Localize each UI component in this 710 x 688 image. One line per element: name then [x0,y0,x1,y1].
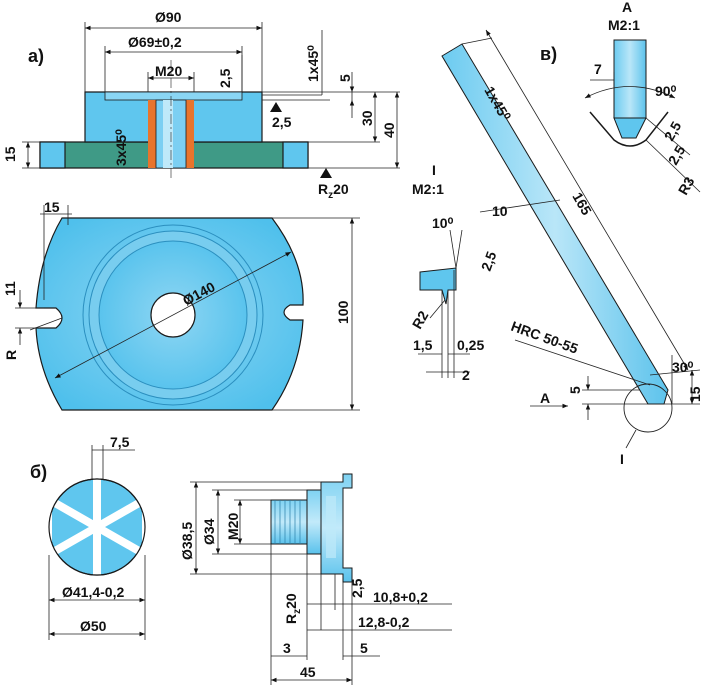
view-A-title: A [622,0,632,15]
view-A-groove [589,111,669,147]
dim-15-rod: 15 [687,386,703,402]
dim-R-plan: R [3,350,19,360]
detail-I-title: I [432,162,436,178]
dim-15-plan: 15 [44,199,60,215]
view-A-scale: M2:1 [608,17,640,33]
dims-view-b [48,445,146,640]
dim-7-5: 7,5 [110,434,130,450]
plan-view-a [35,217,304,411]
dim-3: 3 [283,640,291,656]
detail-I-scale: M2:1 [412,181,444,197]
dim-chamfer-3x45: 3x45⁰ [113,129,129,166]
dim-165: 165 [569,190,595,218]
dim-10-8: 10,8+0,2 [373,589,428,605]
dim-d34: Ø34 [201,518,217,545]
dim-2-5-A1: 2,5 [661,118,685,143]
dim-d41-4: Ø41,4-0,2 [62,584,124,600]
dim-d90: Ø90 [155,9,182,25]
thread-left [148,100,156,168]
flange-left-end [39,141,66,169]
dim-1-5: 1,5 [413,337,433,353]
flange-right-end [282,141,309,169]
dim-12-8: 12,8-0,2 [358,614,410,630]
detail-I [418,229,470,378]
rz20-bolt: Rz20 [283,593,303,624]
dim-30: 30 [359,110,375,126]
dim-m20-bolt: M20 [225,513,241,540]
dim-5-top: 5 [337,74,353,82]
bolt [270,473,353,583]
dim-R2: R2 [409,308,432,332]
hrc-label: HRC 50-55 [509,318,580,357]
dim-2-5-detail: 2,5 [478,249,500,273]
dim-45: 45 [300,664,316,680]
dim-5-rod: 5 [567,386,583,394]
dim-7-A: 7 [594,61,602,77]
dim-2-5-top: 2,5 [217,68,233,88]
dim-15-left: 15 [2,146,18,162]
dim-2-5-roughness: 2,5 [272,114,292,130]
top-recess [104,91,243,101]
detail-I-callout: I [620,451,624,467]
star-slots [53,479,141,575]
view-label-v: в) [540,44,557,64]
bolt-thread [270,499,308,545]
dims-view-a [22,22,400,178]
dim-d69: Ø69±0,2 [128,34,182,50]
dim-d50: Ø50 [80,618,107,634]
dim-30deg: 30⁰ [672,359,694,375]
dim-chamfer-1x45: 1x45⁰ [305,45,321,82]
dim-100: 100 [335,300,351,324]
dim-2-5-bolt: 2,5 [349,578,365,598]
thread-right [186,100,194,168]
view-label-a: а) [28,46,44,66]
dims-plan-a [15,205,360,411]
dim-d38-5: Ø38,5 [179,522,195,560]
dims-bolt [190,481,452,685]
tip-profile [419,267,457,305]
view-label-b: б) [30,462,47,482]
dim-2: 2 [462,367,470,383]
dim-10deg: 10⁰ [432,215,454,231]
view-A-arrow-label: A [540,390,550,406]
dim-10-rod: 10 [492,203,508,219]
dim-90deg: 90⁰ [655,83,677,99]
rz20-top: Rz20 [318,181,349,201]
dim-0-25: 0,25 [457,337,484,353]
dim-5-bolt: 5 [360,640,368,656]
dim-R3: R3 [675,174,698,198]
dims-rod [461,29,701,449]
bolt-neck [306,489,322,555]
view-A [584,39,701,193]
dim-11: 11 [2,281,18,296]
view-A-tip [613,117,647,139]
bore-highlight [163,100,173,168]
bolt-head [320,473,353,583]
view-b-star-nut [46,478,148,576]
dim-2-5-A2: 2,5 [665,142,689,167]
dim-m20-top: M20 [155,63,182,79]
dim-40: 40 [381,122,397,138]
section-view-a [39,60,309,180]
view-A-rod [613,39,647,119]
